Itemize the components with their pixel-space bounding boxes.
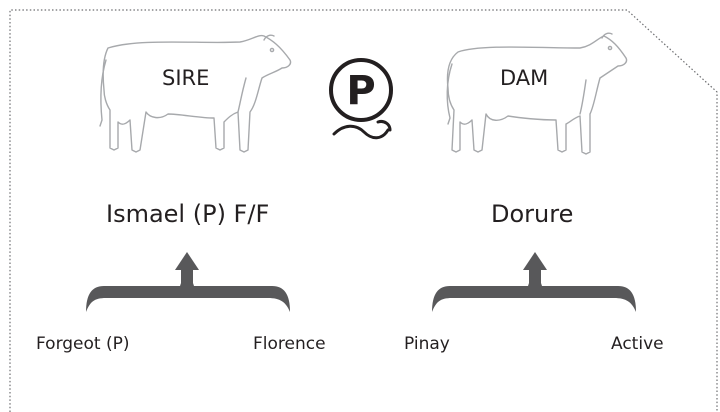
dam-name: Dorure bbox=[491, 200, 574, 228]
dam-parent-left: Pinay bbox=[404, 334, 450, 354]
sire-parent-left: Forgeot (P) bbox=[36, 334, 130, 354]
dam-parent-right: Active bbox=[611, 334, 664, 354]
sire-bracket-arrow bbox=[86, 252, 290, 312]
sire-parent-right: Florence bbox=[253, 334, 326, 354]
sire-name: Ismael (P) F/F bbox=[106, 200, 270, 228]
sire-bull-icon bbox=[99, 34, 292, 153]
poll-letter: P bbox=[346, 68, 375, 114]
dam-cow-icon bbox=[446, 32, 628, 155]
sire-label: SIRE bbox=[162, 66, 210, 90]
dam-label: DAM bbox=[500, 66, 549, 90]
polled-p-icon: P bbox=[329, 58, 393, 140]
dotted-frame bbox=[9, 9, 718, 412]
dam-bracket-arrow bbox=[432, 252, 636, 312]
